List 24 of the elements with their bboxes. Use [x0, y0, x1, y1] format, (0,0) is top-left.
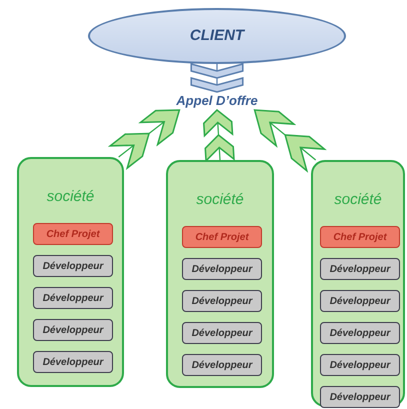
role-box: Développeur [320, 386, 400, 408]
role-box: Développeur [182, 354, 262, 376]
role-box: Développeur [320, 258, 400, 280]
label-text: société [46, 189, 94, 206]
role-box: Développeur [182, 290, 262, 312]
role-box: Chef Projet [33, 223, 113, 245]
role-box: Développeur [320, 322, 400, 344]
company-panel [17, 157, 124, 387]
role-box: Développeur [320, 290, 400, 312]
role-box: Développeur [320, 354, 400, 376]
label-text: société [196, 192, 244, 208]
role-box: Développeur [33, 287, 113, 309]
label-text: société [334, 192, 382, 208]
label-text: Appel D’offre [176, 94, 258, 108]
company-panel [311, 160, 405, 407]
role-box: Développeur [33, 319, 113, 341]
role-box: Développeur [182, 322, 262, 344]
company-panel [166, 160, 274, 388]
role-box: Développeur [33, 255, 113, 277]
role-box: Développeur [182, 258, 262, 280]
client-ellipse: CLIENT [88, 8, 346, 64]
role-box: Chef Projet [182, 226, 262, 248]
role-box: Chef Projet [320, 226, 400, 248]
role-box: Développeur [33, 351, 113, 373]
